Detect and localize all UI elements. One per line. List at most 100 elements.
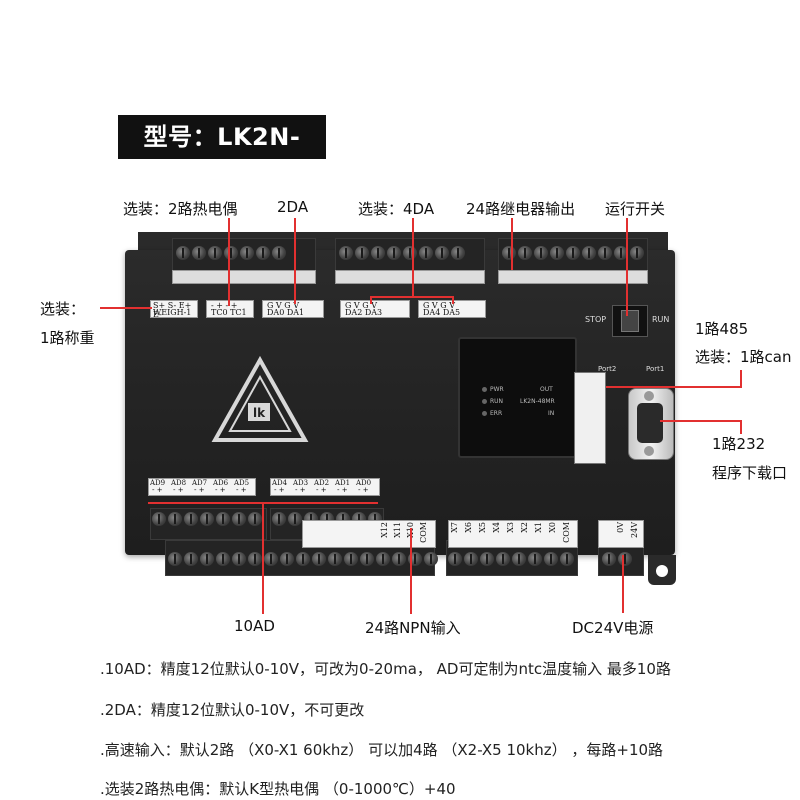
ad-polarity: - +: [236, 486, 247, 494]
pointer-4da-r: [452, 296, 454, 304]
label-rs485: 1路485: [695, 320, 749, 338]
led-out-label: OUT: [540, 386, 553, 393]
pointer-npn: [410, 528, 412, 614]
input-terminal-label: X12: [380, 522, 389, 538]
ad-polarity: - +: [274, 486, 285, 494]
label-rs232: 1路232: [712, 435, 766, 453]
label-npn-input: 24路NPN输入: [365, 619, 461, 637]
label-dc24v: DC24V电源: [572, 619, 654, 637]
ad-polarity: - +: [173, 486, 184, 494]
input-terminal-label: X0: [548, 522, 557, 533]
spec-line-2: .2DA：精度12位默认0-10V，不可更改: [100, 701, 365, 719]
label-2da: 2DA: [277, 198, 309, 216]
ad-channel-label: AD9: [150, 479, 166, 487]
led-in-label: IN: [548, 410, 555, 417]
terminal-screw: [528, 552, 542, 566]
terminal-screw: [272, 512, 286, 526]
terminal-screw: [216, 552, 230, 566]
label-relay-output: 24路继电器输出: [466, 200, 576, 218]
label-can: 选装：1路can: [695, 348, 792, 366]
pointer-weigh: [100, 307, 152, 309]
input-terminal-label: X1: [534, 522, 543, 533]
port2-label: Port2: [598, 365, 617, 373]
terminal-screw: [464, 552, 478, 566]
led-err: ERR: [490, 410, 503, 417]
ad-channel-label: AD7: [192, 479, 208, 487]
port1-label: Port1: [646, 365, 665, 373]
input-terminal-label: X5: [478, 522, 487, 533]
ad-polarity: - +: [316, 486, 327, 494]
terminal-screw: [256, 246, 270, 260]
terminal-screw: [208, 246, 222, 260]
top-number-strip-mid: [335, 270, 485, 284]
terminal-screw: [240, 246, 254, 260]
terminal-screw: [614, 246, 628, 260]
terminal-screw: [534, 246, 548, 260]
port1-db9-connector[interactable]: [628, 388, 674, 460]
ad-channel-label: AD2: [314, 479, 330, 487]
ad-channel-label: AD0: [356, 479, 372, 487]
run-stop-switch[interactable]: [612, 305, 648, 337]
terminal-screw: [355, 246, 369, 260]
terminal-screw: [387, 246, 401, 260]
terminal-screw: [502, 246, 516, 260]
terminal-screw: [248, 512, 262, 526]
spec-line-1: .10AD：精度12位默认0-10V，可改为0-20ma， AD可定制为ntc温…: [100, 660, 671, 678]
ad-polarity: - +: [194, 486, 205, 494]
label-thermocouple: 选装：2路热电偶: [123, 200, 238, 218]
power-label-strip: [598, 520, 644, 548]
pointer-thermocouple: [228, 218, 230, 306]
terminal-screw: [435, 246, 449, 260]
terminal-screw: [176, 246, 190, 260]
label-weigh-1: 选装：: [40, 300, 86, 318]
ad-polarity: - +: [337, 486, 348, 494]
terminal-screw: [582, 246, 596, 260]
mounting-tab: [648, 555, 676, 585]
power-terminal-label: 24V: [630, 522, 639, 538]
terminal-screw: [152, 512, 166, 526]
label-weigh-2: 1路称重: [40, 329, 95, 347]
pointer-4da: [412, 218, 414, 298]
terminal-screw: [419, 246, 433, 260]
terminal-screw: [403, 246, 417, 260]
terminal-screw: [232, 512, 246, 526]
ad-label-strip-right: [270, 478, 380, 496]
terminal-screw: [232, 552, 246, 566]
terminal-screw: [598, 246, 612, 260]
ad-channel-label: AD6: [213, 479, 229, 487]
ad-channel-label: AD5: [234, 479, 250, 487]
weigh-label-strip: S+ S- E+ E- WEIGH-1: [150, 300, 198, 319]
label-4da: 选装：4DA: [358, 200, 435, 218]
terminal-screw: [448, 552, 462, 566]
pointer-rs485-h: [606, 386, 742, 388]
terminal-screw: [168, 552, 182, 566]
terminal-screw: [566, 246, 580, 260]
terminal-screw: [184, 552, 198, 566]
ad-label-strip-left: [148, 478, 256, 496]
pointer-10ad-v: [262, 502, 264, 614]
terminal-screw: [602, 552, 616, 566]
label-download-port: 程序下载口: [712, 464, 788, 482]
terminal-screw: [312, 552, 326, 566]
terminal-screw: [550, 246, 564, 260]
input-terminal-label: X7: [450, 522, 459, 533]
spec-line-4: .选装2路热电偶：默认K型热电偶 （0-1000℃）+40: [100, 780, 456, 798]
port2-terminal[interactable]: [574, 372, 606, 464]
pointer-relay: [511, 218, 513, 270]
terminal-screw: [618, 552, 632, 566]
ad-polarity: - +: [215, 486, 226, 494]
input-terminal-label: X6: [464, 522, 473, 533]
terminal-screw: [224, 246, 238, 260]
svg-text:lk: lk: [253, 406, 266, 420]
led-model: LK2N-48MR: [520, 398, 555, 405]
input-terminal-label: COM: [419, 522, 428, 543]
input-terminal-label: X2: [520, 522, 529, 533]
input-terminal-label: COM: [562, 522, 571, 543]
ad-polarity: - +: [152, 486, 163, 494]
led-pwr: PWR: [490, 386, 504, 393]
terminal-screw: [451, 246, 465, 260]
terminal-screw: [200, 512, 214, 526]
terminal-screw: [371, 246, 385, 260]
terminal-screw: [518, 246, 532, 260]
terminal-screw: [280, 552, 294, 566]
